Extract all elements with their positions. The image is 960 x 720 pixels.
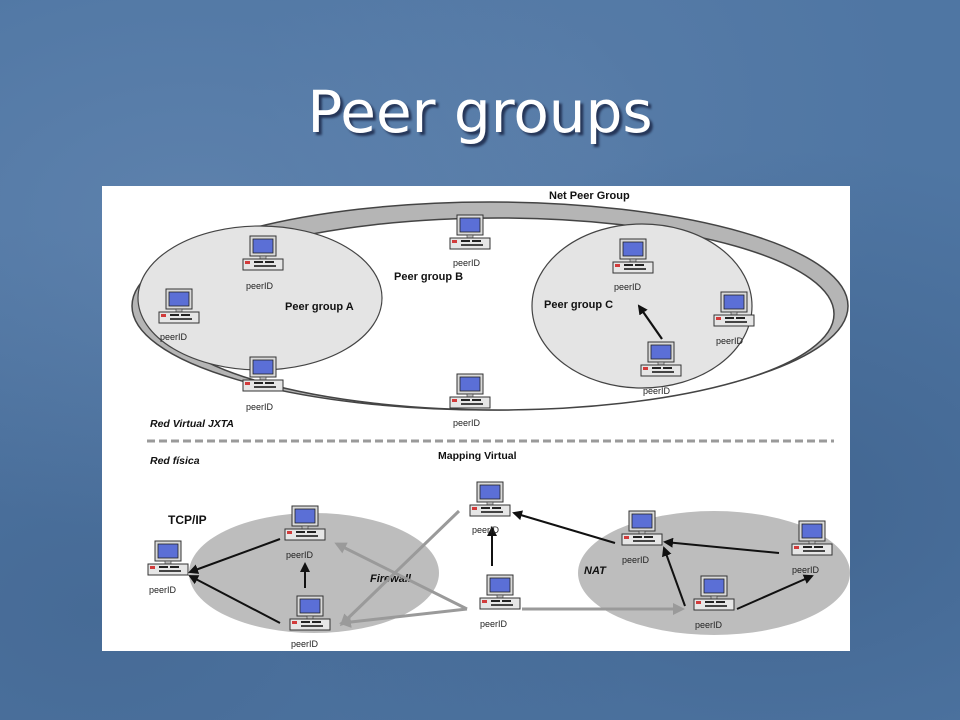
peer-id-label: peerID [614,282,642,292]
peer-node: peerID [147,540,189,595]
peer-node: peerID [791,520,833,575]
peer-node: peerID [640,341,682,396]
peer-id-label: peerID [246,402,274,412]
peer-node: peerID [242,235,284,291]
peer-id-label: peerID [480,619,508,629]
mapping-arrow [339,607,468,628]
peer-node: peerID [693,575,735,630]
peer-id-label: peerID [472,525,500,535]
peer-id-label: peerID [622,555,650,565]
peer-node: peerID [449,373,491,428]
peer-node: peerID [479,574,521,629]
peer-node: peerID [621,510,663,565]
peer-node: peerID [469,481,511,535]
mapping-arrow [339,509,461,627]
connection-arrow [736,574,814,610]
tcpip-label: TCP/IP [168,513,207,527]
net-peer-group-label: Net Peer Group [549,190,630,202]
peer-id-label: peerID [160,332,188,342]
nat-label: NAT [584,565,607,577]
tcpip-network [189,513,439,633]
peer-group-b-label: Peer group B [394,271,463,283]
connection-arrow [512,510,616,544]
mapping-label: Mapping Virtual [438,450,517,462]
peer-group-c-label: Peer group C [544,299,613,311]
connection-arrow [662,546,686,607]
physical-network-label: Red física [150,455,200,467]
peer-node: peerID [284,505,326,560]
peer-id-label: peerID [716,336,744,346]
connection-arrow [637,304,663,340]
peer-node: peerID [713,291,755,346]
peer-id-label: peerID [643,386,671,396]
mapping-arrow [334,542,468,611]
peer-id-label: peerID [453,258,481,268]
peer-group-a-label: Peer group A [285,301,354,313]
peer-id-label: peerID [286,550,314,560]
peer-id-label: peerID [453,418,481,428]
connection-arrow [188,575,281,624]
peer-id-label: peerID [695,620,723,630]
peer-id-label: peerID [291,639,319,649]
peer-groups-diagram: Net Peer Group Peer group A Peer group C… [102,186,850,651]
connection-arrow [663,537,780,554]
peer-node: peerID [242,356,284,412]
peer-node: peerID [449,214,491,268]
peer-id-label: peerID [792,565,820,575]
peer-id-label: peerID [246,281,274,291]
slide-title: Peer groups [307,78,653,146]
connection-arrow [188,538,281,574]
peer-node: peerID [158,288,200,342]
virtual-network-label: Red Virtual JXTA [150,418,234,430]
peer-node: peerID [289,595,331,649]
peer-id-label: peerID [149,585,177,595]
peer-node: peerID [612,238,654,292]
